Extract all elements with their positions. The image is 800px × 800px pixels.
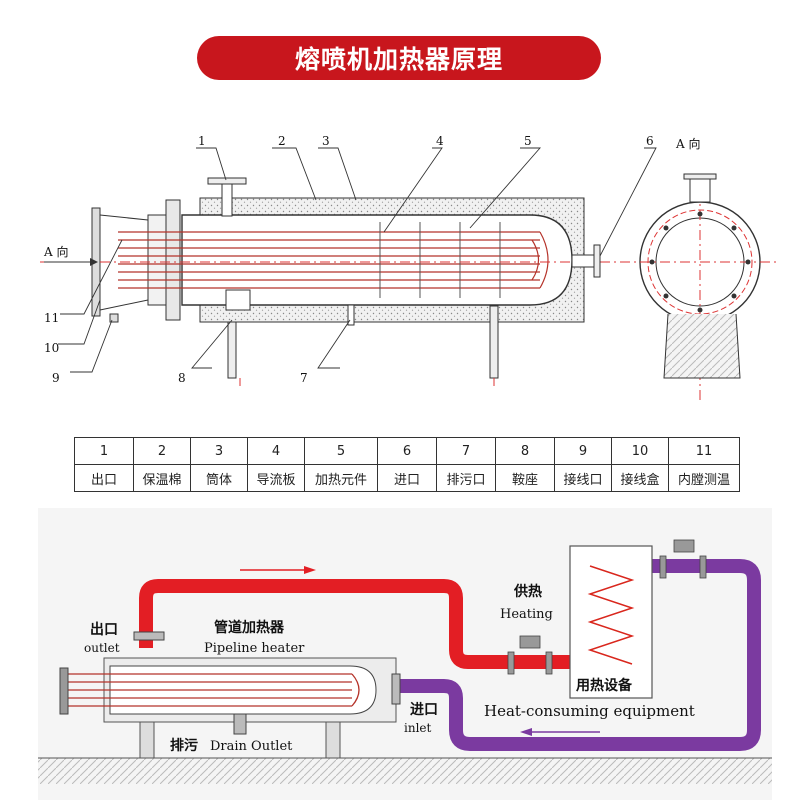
part-number: 8 [495, 437, 555, 465]
part-number: 2 [133, 437, 191, 465]
page-title: 熔喷机加热器原理 [197, 36, 601, 80]
flow-diagram: 出口 outlet 管道加热器 Pipeline heater 供热 Heati… [38, 508, 772, 800]
drain-label-en: Drain Outlet [210, 739, 293, 754]
heating-elements [118, 231, 549, 289]
part-name: 内膛测温 [668, 464, 740, 492]
saddle-support-right [489, 305, 499, 379]
callout-8: 8 [178, 371, 186, 385]
heating-label-cn: 供热 [513, 583, 542, 600]
shell-flange [165, 199, 181, 321]
baffle-plates [379, 222, 501, 298]
end-view-a [620, 173, 780, 400]
equipment-label-en: Heat-consuming equipment [484, 702, 695, 720]
part-number: 7 [436, 437, 496, 465]
return-pipe [400, 559, 761, 751]
callout-7: 7 [300, 371, 308, 385]
callout-1: 1 [198, 134, 206, 148]
outlet-label-cn: 出口 [90, 621, 118, 638]
callout-4: 4 [436, 134, 444, 148]
callout-5: 5 [524, 134, 532, 148]
callout-11: 11 [44, 311, 59, 325]
callout-9: 9 [52, 371, 60, 385]
heater-label-cn: 管道加热器 [214, 619, 285, 636]
part-name: 进口 [377, 464, 437, 492]
view-label-right: A 向 [675, 136, 700, 151]
part-name: 筒体 [190, 464, 248, 492]
parts-name-row: 出口 保温棉 筒体 导流板 加热元件 进口 排污口 鞍座 接线口 接线盒 内膛测… [74, 464, 740, 492]
callout-2: 2 [278, 134, 286, 148]
part-number: 9 [554, 437, 612, 465]
parts-table: 1 2 3 4 5 6 7 8 9 10 11 出口 保温棉 筒体 导流板 加热… [74, 437, 740, 492]
part-name: 加热元件 [304, 464, 378, 492]
callout-6: 6 [646, 134, 654, 148]
saddle-support-left [227, 321, 237, 379]
part-number: 10 [611, 437, 669, 465]
part-name: 接线盒 [611, 464, 669, 492]
view-label-left: A 向 [43, 244, 68, 259]
part-name: 保温棉 [133, 464, 191, 492]
callout-10: 10 [44, 341, 59, 355]
hot-supply-pipe [139, 579, 572, 669]
heating-label-en: Heating [500, 607, 553, 622]
outlet-label-en: outlet [84, 641, 120, 655]
part-number: 6 [377, 437, 437, 465]
part-number: 4 [247, 437, 305, 465]
heater-label-en: Pipeline heater [204, 641, 305, 656]
equipment-label-cn: 用热设备 [576, 677, 633, 694]
inlet-label-cn: 进口 [410, 702, 438, 718]
outlet-nozzle [221, 181, 233, 217]
parts-number-row: 1 2 3 4 5 6 7 8 9 10 11 [74, 437, 740, 465]
part-number: 3 [190, 437, 248, 465]
part-name: 接线口 [554, 464, 612, 492]
inlet-nozzle [571, 254, 595, 268]
part-name: 排污口 [436, 464, 496, 492]
part-number: 5 [304, 437, 378, 465]
drain-label-cn: 排污 [170, 737, 198, 754]
part-number: 1 [74, 437, 134, 465]
technical-drawing: 1 2 3 4 5 6 7 8 9 10 11 A 向 A 向 [40, 134, 780, 400]
drain-outlet [347, 304, 355, 326]
part-name: 导流板 [247, 464, 305, 492]
part-number: 11 [668, 437, 740, 465]
floor [38, 758, 772, 784]
inlet-label-en: inlet [404, 721, 432, 735]
part-name: 出口 [74, 464, 134, 492]
heat-consuming-equipment [569, 545, 653, 699]
part-name: 鞍座 [495, 464, 555, 492]
callout-3: 3 [322, 134, 330, 148]
